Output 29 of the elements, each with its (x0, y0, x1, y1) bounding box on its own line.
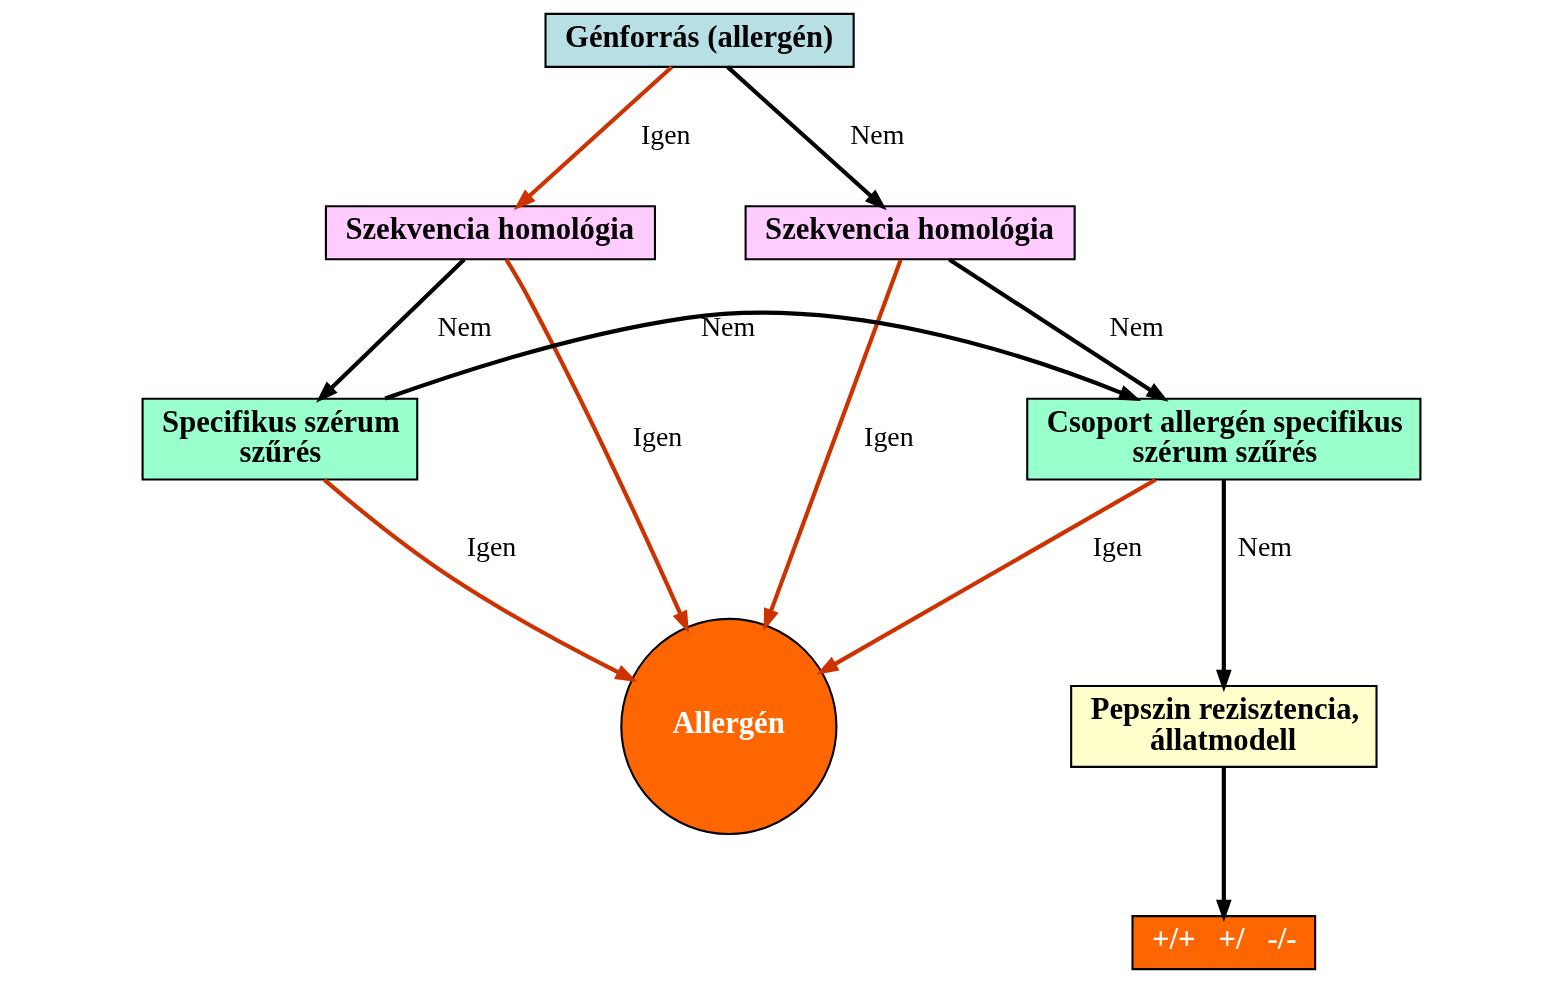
edge-label: Igen (466, 531, 516, 563)
node-circle: Allergén (619, 617, 837, 836)
arrow (815, 477, 1157, 675)
arrow (947, 257, 1169, 402)
edge-label: Nem (436, 310, 492, 342)
node-box: +/+ +/ -/- (1130, 915, 1316, 971)
node-box: Pepszin rezisztencia, állatmodell (1069, 684, 1378, 768)
edge-label: Nem (1237, 531, 1292, 563)
arrow (763, 259, 903, 631)
edge-label: Nem (700, 310, 755, 342)
edge-label: Igen (632, 421, 682, 453)
arrow (1215, 480, 1232, 693)
edge-label: Nem (849, 118, 904, 150)
edge-label: Igen (640, 118, 691, 150)
node-box: Szekvencia homológia (744, 205, 1076, 261)
arrow (315, 258, 466, 403)
arrow (513, 65, 673, 211)
arrow (725, 65, 887, 211)
node-box: Csoport allergén specifikus szérum szűrés (1025, 397, 1421, 481)
arrow (383, 310, 1141, 401)
node-box: Génforrás (allergén) (543, 12, 855, 68)
arrow (1215, 766, 1232, 923)
arrow (503, 258, 689, 634)
arrow (322, 478, 637, 682)
node-box: Specifikus szérum szűrés (141, 397, 418, 481)
node-box: Szekvencia homológia (324, 205, 656, 261)
edge-label: Nem (1109, 310, 1164, 342)
edge-label: Igen (863, 421, 914, 453)
edge-label: Igen (1092, 531, 1142, 563)
